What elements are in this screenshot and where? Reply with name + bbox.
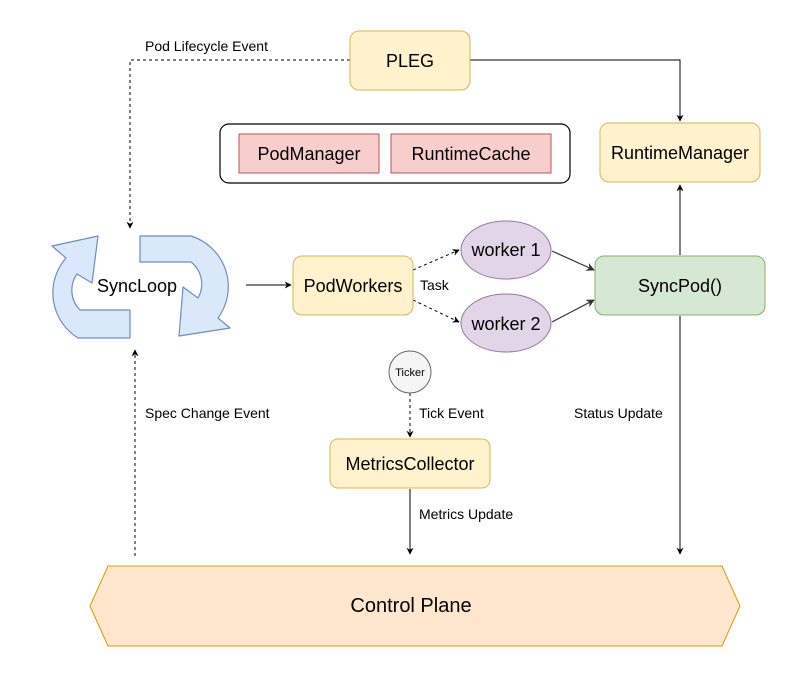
edge-label-tick-event: Tick Event	[419, 405, 484, 421]
node-pod-manager: PodManager	[238, 133, 380, 174]
worker-2-label: worker 2	[470, 314, 540, 334]
node-sync-loop: SyncLoop	[51, 235, 231, 339]
node-ticker: Ticker	[388, 350, 432, 394]
node-runtime-cache: RuntimeCache	[390, 133, 552, 174]
pod-manager-label: PodManager	[257, 144, 360, 164]
runtime-cache-label: RuntimeCache	[411, 144, 530, 164]
pleg-label: PLEG	[386, 51, 434, 71]
edge-pleg-to-syncloop	[126, 59, 350, 229]
sync-pod-label: SyncPod()	[638, 276, 722, 296]
node-metrics-collector: MetricsCollector	[329, 438, 491, 489]
node-worker-1: worker 1	[460, 220, 552, 280]
control-plane-label: Control Plane	[350, 595, 471, 617]
edge-worker1-to-syncpod	[551, 250, 595, 271]
runtime-manager-label: RuntimeManager	[611, 143, 749, 163]
edge-podworkers-to-worker2	[412, 299, 460, 323]
sync-loop-arrow-left-icon	[51, 235, 131, 339]
edge-label-spec-change-event: Spec Change Event	[145, 405, 270, 421]
node-pod-workers: PodWorkers	[292, 255, 414, 316]
node-pleg: PLEG	[349, 30, 471, 91]
pod-workers-label: PodWorkers	[304, 276, 403, 296]
ticker-label: Ticker	[395, 367, 425, 379]
cache-container: PodManager RuntimeCache	[219, 123, 571, 184]
sync-loop-arrow-right-icon	[139, 235, 231, 337]
edge-pleg-to-runtimemanager	[470, 59, 684, 122]
node-runtime-manager: RuntimeManager	[599, 122, 761, 183]
edge-podworkers-to-worker1	[412, 249, 460, 271]
edge-label-status-update: Status Update	[574, 405, 663, 421]
sync-loop-label: SyncLoop	[97, 276, 177, 296]
edge-label-task: Task	[420, 277, 450, 293]
metrics-collector-label: MetricsCollector	[345, 454, 474, 474]
node-sync-pod: SyncPod()	[594, 255, 766, 316]
edge-label-pod-lifecycle-event: Pod Lifecycle Event	[145, 38, 268, 54]
worker-1-label: worker 1	[470, 240, 540, 260]
node-worker-2: worker 2	[460, 293, 552, 353]
edge-worker2-to-syncpod	[551, 299, 595, 323]
edge-label-metrics-update: Metrics Update	[419, 506, 513, 522]
node-control-plane: Control Plane	[89, 565, 741, 647]
